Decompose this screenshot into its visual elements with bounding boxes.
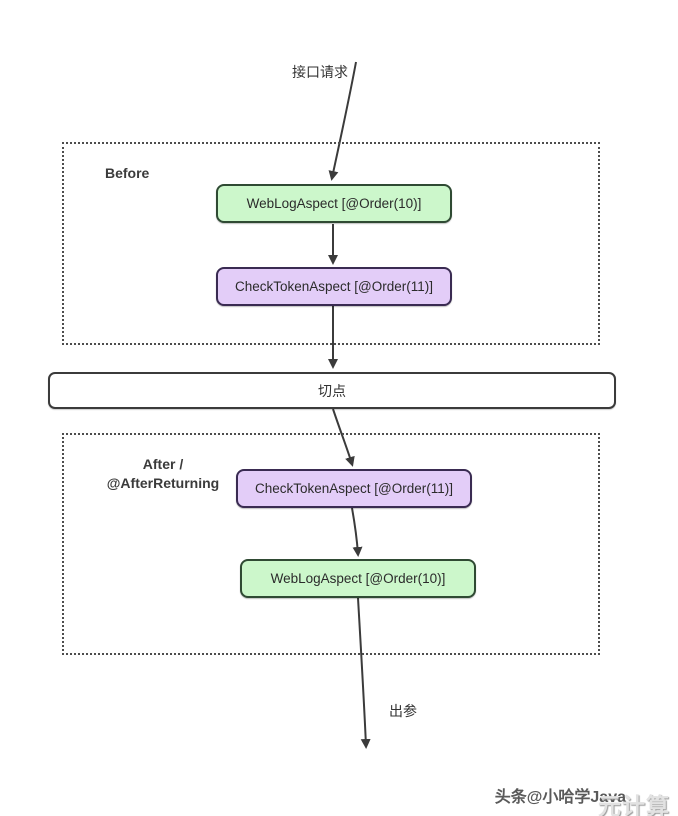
node-weblog-aspect-before: WebLogAspect [@Order(10)] (216, 184, 452, 223)
node-label: WebLogAspect [@Order(10)] (246, 196, 422, 211)
watermark-author: 头条@小哈学Java (494, 789, 626, 806)
watermark: 头条@小哈学Java 元计算 (462, 778, 672, 816)
node-weblog-aspect-after: WebLogAspect [@Order(10)] (240, 559, 476, 598)
node-checktoken-aspect-before: CheckTokenAspect [@Order(11)] (216, 267, 452, 306)
before-section-box (62, 142, 600, 345)
node-checktoken-aspect-after: CheckTokenAspect [@Order(11)] (236, 469, 472, 508)
after-section-label: After / @AfterReturning (83, 455, 243, 493)
pointcut-label: 切点 (318, 382, 346, 399)
after-section-box (62, 433, 600, 655)
after-label-line2: @AfterReturning (106, 474, 220, 491)
after-label-line1: After / (142, 456, 184, 472)
output-params-label: 出参 (389, 703, 417, 719)
input-request-label: 接口请求 (292, 64, 348, 80)
pointcut-box: 切点 (48, 372, 616, 409)
node-label: CheckTokenAspect [@Order(11)] (234, 279, 434, 294)
node-label: WebLogAspect [@Order(10)] (270, 571, 446, 586)
watermark-overlay: 元计算 (598, 793, 670, 816)
node-label: CheckTokenAspect [@Order(11)] (254, 481, 454, 496)
before-section-label: Before (105, 165, 150, 181)
